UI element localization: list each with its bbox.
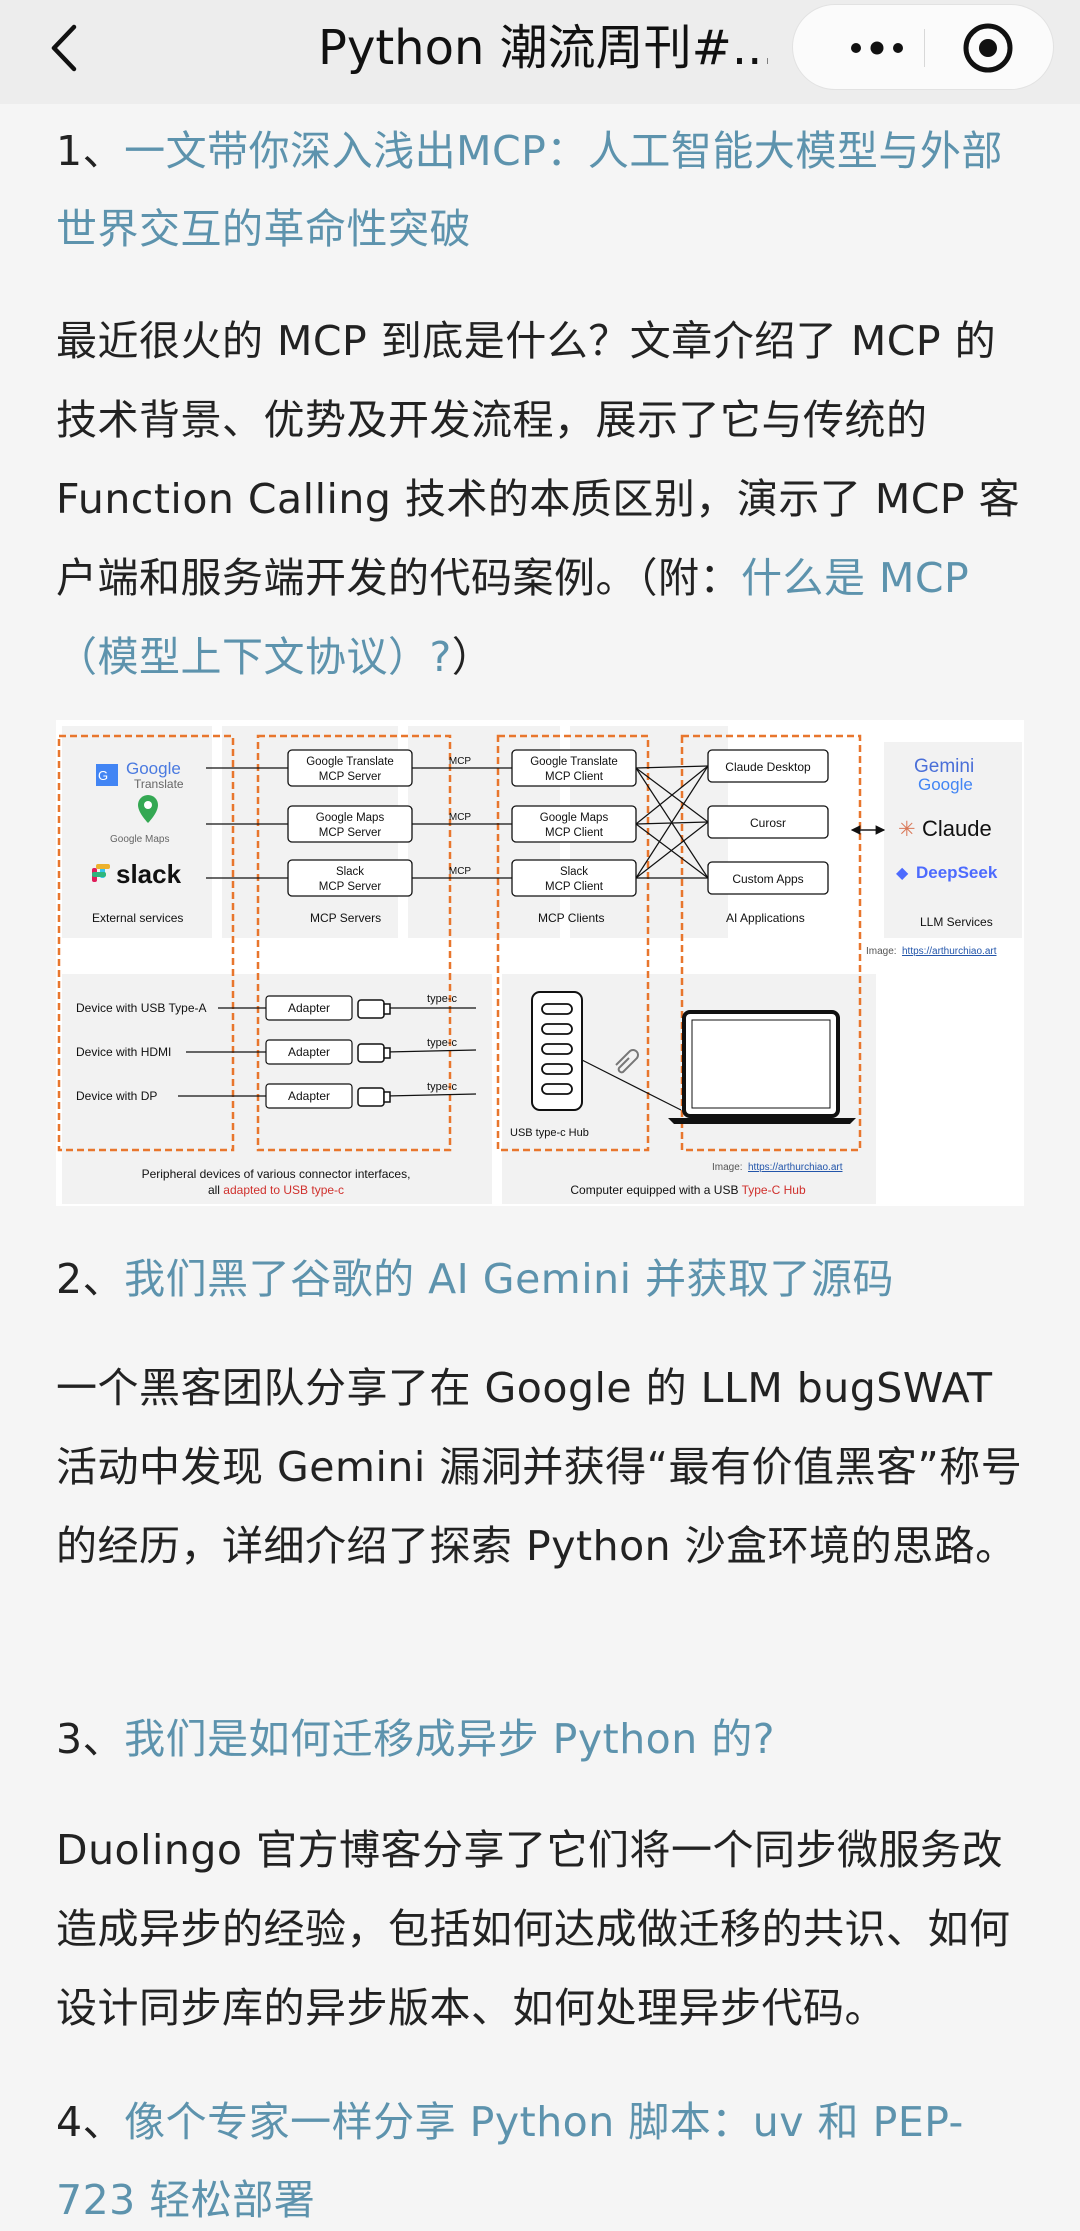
mini-program-capsule — [792, 4, 1054, 90]
close-button[interactable] — [953, 5, 1023, 91]
item-4-title-link[interactable]: 像个专家一样分享 Python 脚本：uv 和 PEP-723 轻松部署 — [56, 2098, 964, 2224]
back-button[interactable] — [38, 18, 88, 78]
translate-logo-text: Translate — [134, 777, 184, 791]
item-3-heading: 3、我们是如何迁移成异步 Python 的? — [56, 1700, 1026, 1778]
ai-applications-label: AI Applications — [726, 911, 805, 925]
item-2-heading: 2、我们黑了谷歌的 AI Gemini 并获取了源码 — [56, 1240, 1026, 1318]
device-usb-a: Device with USB Type-A — [76, 1001, 207, 1015]
item-1-description: 最近很火的 MCP 到底是什么？文章介绍了 MCP 的技术背景、优势及开发流程，… — [56, 302, 1026, 697]
typec-tag-3: type-c — [427, 1081, 457, 1093]
usb-hub-label: USB type-c Hub — [510, 1127, 589, 1139]
item-3-number: 3、 — [56, 1715, 125, 1763]
diagram-svg: G Google Translate Google Maps slack Ext… — [56, 720, 1024, 1206]
app-cursor: Curosr — [750, 816, 786, 830]
connector-plugs — [357, 999, 391, 1107]
mcp-tag-3: MCP — [449, 866, 472, 877]
capsule-divider — [924, 29, 925, 67]
gemini-logo-text: Gemini — [914, 756, 974, 777]
item-3-title-link[interactable]: 我们是如何迁移成异步 Python 的? — [124, 1715, 776, 1763]
target-close-icon — [963, 23, 1013, 73]
google-llm-logo-text: Google — [918, 775, 973, 794]
mcp-servers-label: MCP Servers — [310, 911, 381, 925]
external-services-label: External services — [92, 911, 183, 925]
more-dots-icon — [851, 41, 903, 55]
item-1-number: 1、 — [56, 127, 125, 175]
device-hdmi: Device with HDMI — [76, 1045, 171, 1059]
mcp-tag-1: MCP — [449, 756, 472, 767]
item-1-mcp-link[interactable]: 什么是 MCP（模型上下文协议）? — [56, 554, 970, 681]
image-credit-prefix-1: Image: — [866, 946, 897, 957]
claude-logo-text: Claude — [922, 816, 992, 841]
page-title: Python 潮流周刊#... — [318, 20, 768, 76]
adapter-label-2: Adapter — [288, 1045, 330, 1059]
paperclip-icon — [615, 1049, 639, 1074]
item-2-title-link[interactable]: 我们黑了谷歌的 AI Gemini 并获取了源码 — [124, 1255, 895, 1303]
llm-services-label: LLM Services — [920, 915, 993, 929]
device-dp: Device with DP — [76, 1089, 157, 1103]
item-1-desc-close: ） — [451, 633, 494, 681]
adapter-label-3: Adapter — [288, 1089, 330, 1103]
item-3-description: Duolingo 官方博客分享了它们将一个同步微服务改造成异步的经验，包括如何达… — [56, 1826, 1011, 2032]
dashed-external-column — [57, 734, 235, 1152]
slack-logo-text: slack — [116, 859, 182, 889]
deepseek-whale-icon: ◆ — [896, 865, 909, 882]
item-1-title-link[interactable]: 一文带你深入浅出MCP：人工智能大模型与外部世界交互的革命性突破 — [56, 127, 1003, 253]
app-custom-apps: Custom Apps — [732, 872, 803, 886]
slack-icon — [92, 864, 110, 882]
item-2-number: 2、 — [56, 1255, 125, 1303]
item-4-heading: 4、像个专家一样分享 Python 脚本：uv 和 PEP-723 轻松部署 — [56, 2083, 1026, 2231]
google-logo-text: Google — [126, 759, 181, 778]
more-button[interactable] — [829, 5, 925, 91]
adapter-label-1: Adapter — [288, 1001, 330, 1015]
dashed-clients-column — [496, 734, 650, 1152]
image-credit-1: https://arthurchiao.art — [902, 946, 997, 957]
typec-tag-1: type-c — [427, 993, 457, 1005]
top-nav-bar: Python 潮流周刊#... — [0, 0, 1080, 104]
google-translate-icon — [96, 764, 118, 786]
peripheral-caption-2: all adapted to USB type-c — [208, 1183, 344, 1197]
mcp-clients-label: MCP Clients — [538, 911, 604, 925]
typec-tag-2: type-c — [427, 1037, 457, 1049]
chevron-left-icon — [51, 24, 77, 72]
svg-text:G: G — [98, 768, 108, 783]
app-claude-desktop: Claude Desktop — [725, 760, 811, 774]
mcp-architecture-diagram: G Google Translate Google Maps slack Ext… — [56, 720, 1024, 1206]
image-credit-2: https://arthurchiao.art — [748, 1162, 843, 1173]
image-credit-prefix-2: Image: — [712, 1162, 743, 1173]
google-maps-logo-text: Google Maps — [110, 834, 169, 845]
item-1-desc-text: 最近很火的 MCP 到底是什么？文章介绍了 MCP 的技术背景、优势及开发流程，… — [56, 317, 1021, 602]
mcp-tag-2: MCP — [449, 812, 472, 823]
dashed-apps-column — [680, 734, 862, 1152]
item-1-heading: 1、一文带你深入浅出MCP：人工智能大模型与外部世界交互的革命性突破 — [56, 112, 1026, 268]
computer-caption: Computer equipped with a USB Type-C Hub — [570, 1183, 806, 1197]
peripheral-caption-1: Peripheral devices of various connector … — [142, 1167, 411, 1181]
dashed-servers-column — [256, 734, 452, 1152]
item-2-description: 一个黑客团队分享了在 Google 的 LLM bugSWAT 活动中发现 Ge… — [56, 1364, 1023, 1570]
deepseek-logo-text: DeepSeek — [916, 863, 998, 882]
item-4-number: 4、 — [56, 2098, 125, 2146]
claude-star-icon: ✳ — [898, 818, 916, 841]
mcp-server-boxes — [287, 749, 413, 897]
